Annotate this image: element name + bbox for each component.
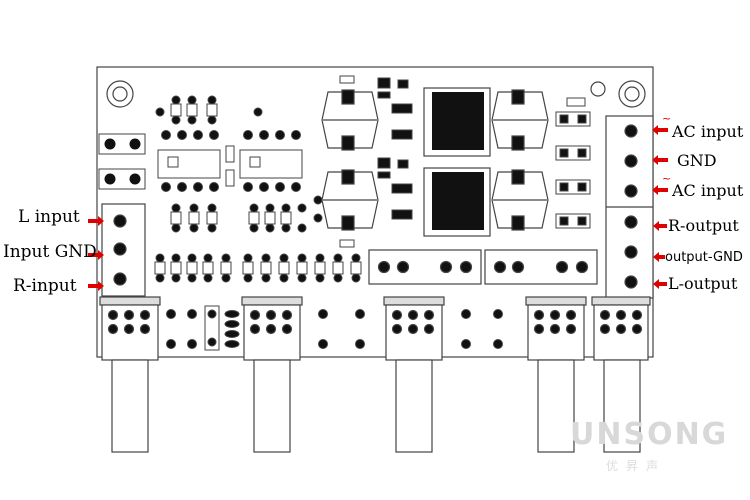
arrow-icons-right	[652, 125, 668, 289]
label-ac-input-bottom: AC input	[672, 181, 744, 200]
resistor-stack-top-left	[155, 95, 263, 125]
capacitor-top-right	[491, 89, 549, 151]
potentiometer-2	[241, 296, 303, 453]
potentiometer-3	[383, 296, 445, 453]
watermark-chinese: 优昇声	[606, 459, 667, 473]
input-terminal-block	[101, 203, 146, 297]
resistor-row-long	[154, 253, 362, 283]
ic-chip-right	[239, 130, 303, 192]
smd-parts-centre	[339, 75, 413, 248]
pad-pair-left-lower	[98, 168, 146, 190]
capacitor-bottom-right	[491, 169, 549, 231]
rectifier-diodes	[555, 97, 591, 229]
label-l-input: L input	[18, 207, 80, 227]
pad-block-middle-right	[484, 249, 598, 285]
potentiometer-4	[525, 296, 587, 453]
label-input-gnd: Input GND	[3, 242, 97, 262]
mounting-hole-top-left	[106, 80, 134, 108]
pad-block-middle-left	[368, 249, 482, 285]
watermark-brand: UNSONG	[570, 417, 729, 452]
power-ic-lower	[423, 167, 491, 237]
label-r-output: R-output	[668, 216, 739, 235]
ac-mark-top: ~	[662, 112, 672, 125]
capacitor-bottom-left	[321, 169, 379, 231]
mounting-hole-top-right	[618, 80, 646, 108]
bottom-small-parts	[166, 305, 503, 351]
power-ic-upper	[423, 87, 491, 157]
ac-mark-bottom: ~	[662, 172, 672, 185]
potentiometer-1	[99, 296, 161, 453]
potentiometer-5	[591, 296, 651, 453]
ic-chip-left	[157, 130, 221, 192]
smd-between-ics	[225, 145, 235, 187]
resistor-row-middle	[170, 195, 323, 233]
small-hole-top-right	[590, 81, 606, 97]
arrow-icons-left	[88, 216, 104, 291]
pad-pair-left-upper	[98, 133, 146, 155]
label-l-output: L-output	[668, 274, 738, 293]
capacitor-top-left	[321, 89, 379, 151]
power-output-terminal-block	[605, 115, 654, 299]
label-ac-input-top: AC input	[672, 122, 744, 141]
label-output-gnd: output-GND	[665, 250, 743, 265]
label-gnd: GND	[677, 151, 717, 170]
label-r-input: R-input	[13, 276, 77, 296]
